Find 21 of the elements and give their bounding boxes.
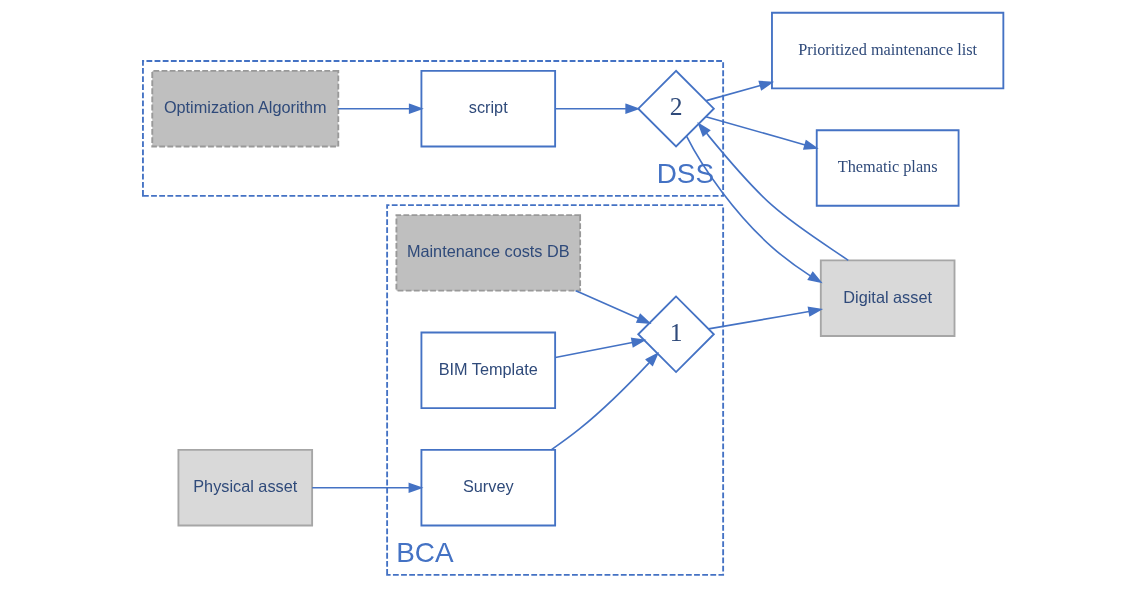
node-box: Physical asset (177, 449, 314, 527)
arrow (697, 122, 850, 262)
arrow (685, 135, 823, 284)
arrow (707, 306, 824, 330)
node-box: Maintenance costs DB (395, 214, 582, 292)
node-box: Optimization Algorithm (151, 69, 340, 148)
arrow (550, 352, 660, 451)
node-box: Digital asset (819, 259, 956, 337)
arrow (705, 116, 819, 150)
node-box: script (420, 69, 557, 148)
arrow (311, 482, 424, 493)
arrow (554, 103, 641, 114)
arrow (554, 337, 647, 359)
node-box: Survey (420, 449, 557, 527)
arrow (705, 80, 775, 102)
node-box: Thematic plans (815, 129, 960, 207)
node-box: BIM Template (420, 331, 557, 409)
arrow (337, 103, 424, 114)
arrow (574, 289, 652, 325)
node-diamond: 2 (636, 69, 716, 148)
node-box: Prioritized maintenance list (771, 11, 1005, 90)
